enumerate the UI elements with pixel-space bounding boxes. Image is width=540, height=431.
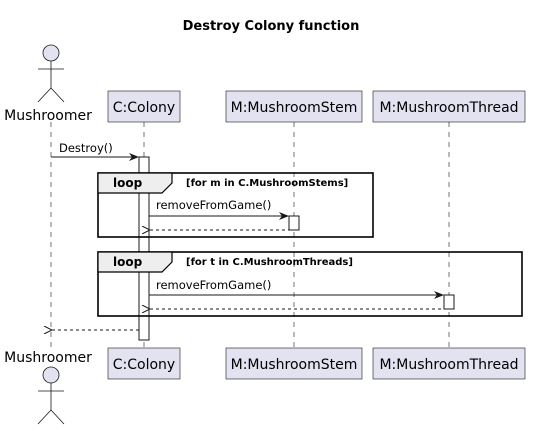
remove-stem-message-label: removeFromGame()	[156, 198, 271, 212]
thread-activation-bar	[443, 294, 455, 310]
participant-colony-bottom-label: C:Colony	[113, 357, 175, 373]
participant-stem-top-label: M:MushroomStem	[231, 100, 358, 116]
participant-thread-top-label: M:MushroomThread	[379, 100, 518, 116]
actor-top: Mushroomer	[4, 44, 92, 124]
participant-thread-top: M:MushroomThread	[372, 90, 526, 123]
stem-activation-bar	[288, 215, 300, 231]
diagram-title: Destroy Colony function	[183, 19, 360, 34]
loop-frame-threads: loop [for t in C.MushroomThreads]	[97, 251, 523, 317]
actor-top-label: Mushroomer	[4, 108, 92, 124]
participant-stem-bottom-label: M:MushroomStem	[231, 357, 358, 373]
actor-bottom: Mushroomer	[4, 350, 92, 425]
participant-stem-top: M:MushroomStem	[225, 90, 363, 123]
participant-stem-bottom: M:MushroomStem	[225, 347, 363, 380]
remove-thread-message-label: removeFromGame()	[156, 278, 271, 292]
participant-colony-top-label: C:Colony	[113, 100, 175, 116]
loop-frame-stems-guard: [for m in C.MushroomStems]	[186, 178, 348, 189]
participant-thread-bottom: M:MushroomThread	[372, 347, 526, 380]
loop-frame-stems: loop [for m in C.MushroomStems]	[97, 172, 374, 238]
participant-colony-top: C:Colony	[107, 90, 181, 123]
loop-frame-threads-guard: [for t in C.MushroomThreads]	[186, 257, 353, 268]
loop-frame-threads-keyword: loop	[113, 255, 143, 269]
colony-activation-bar	[138, 156, 150, 341]
participant-thread-bottom-label: M:MushroomThread	[379, 357, 518, 373]
actor-head-icon	[42, 44, 60, 62]
actor-bottom-label: Mushroomer	[4, 350, 92, 366]
destroy-message-label: Destroy()	[59, 141, 113, 155]
participant-colony-bottom: C:Colony	[107, 347, 181, 380]
actor-head-icon	[42, 366, 60, 384]
loop-frame-stems-keyword: loop	[113, 176, 143, 190]
